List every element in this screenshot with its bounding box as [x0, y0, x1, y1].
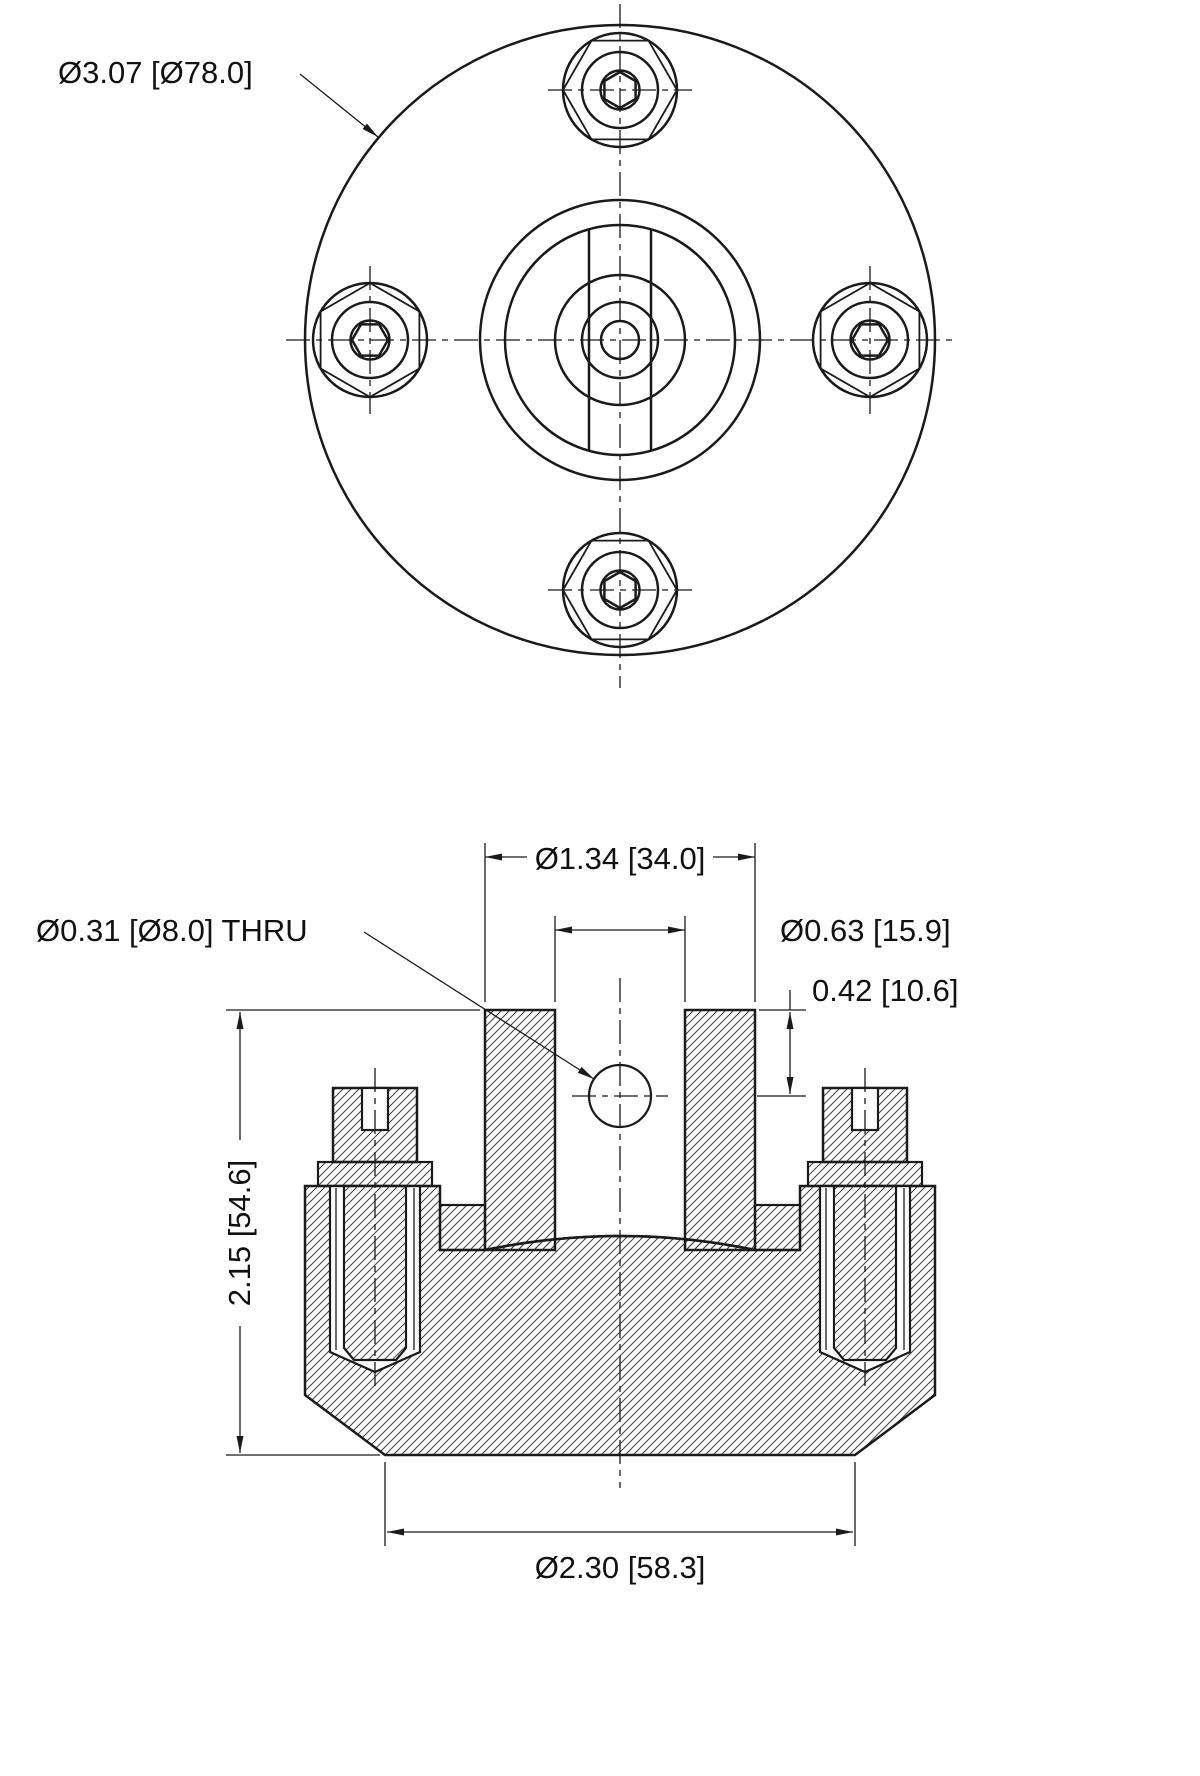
- left-hub-ear: [438, 1203, 487, 1252]
- bolt-west: [311, 281, 429, 399]
- dim-base-od: Ø2.30 [58.3]: [384, 1462, 856, 1585]
- flange-outline: [303, 23, 937, 657]
- thru-hole-label: Ø0.31 [Ø8.0] THRU: [36, 913, 308, 948]
- dim-counterbore: Ø0.63 [15.9]: [554, 913, 951, 1002]
- flange-od-label: Ø3.07 [Ø78.0]: [58, 55, 253, 90]
- dim-hole-depth: 0.42 [10.6]: [757, 973, 959, 1097]
- hub-left-wall: [483, 1008, 557, 1252]
- thread-lines: [335, 1188, 905, 1350]
- hole-depth-label: 0.42 [10.6]: [812, 973, 959, 1008]
- overall-height-label: 2.15 [54.6]: [222, 1160, 257, 1307]
- counterbore-label: Ø0.63 [15.9]: [780, 913, 951, 948]
- bolt-south: [561, 531, 679, 649]
- dim-thru-hole: Ø0.31 [Ø8.0] THRU: [36, 913, 595, 1080]
- top-view: Ø3.07 [Ø78.0]: [58, 4, 954, 688]
- dim-hub-od: Ø1.34 [34.0]: [484, 835, 756, 1002]
- section-centerlines: [374, 978, 866, 1488]
- section-view: Ø1.34 [34.0] Ø0.63 [15.9] 0.42 [10.6]: [36, 835, 959, 1585]
- top-view-centerlines: [286, 4, 954, 688]
- bolt-east: [811, 281, 929, 399]
- dim-flange-od: Ø3.07 [Ø78.0]: [58, 55, 379, 138]
- base-od-label: Ø2.30 [58.3]: [535, 1550, 706, 1585]
- bolt-north: [561, 31, 679, 149]
- right-hub-ear: [753, 1203, 802, 1252]
- hub-od-label: Ø1.34 [34.0]: [535, 841, 706, 876]
- hub-right-wall: [683, 1008, 757, 1252]
- dim-overall-height: 2.15 [54.6]: [216, 1009, 480, 1456]
